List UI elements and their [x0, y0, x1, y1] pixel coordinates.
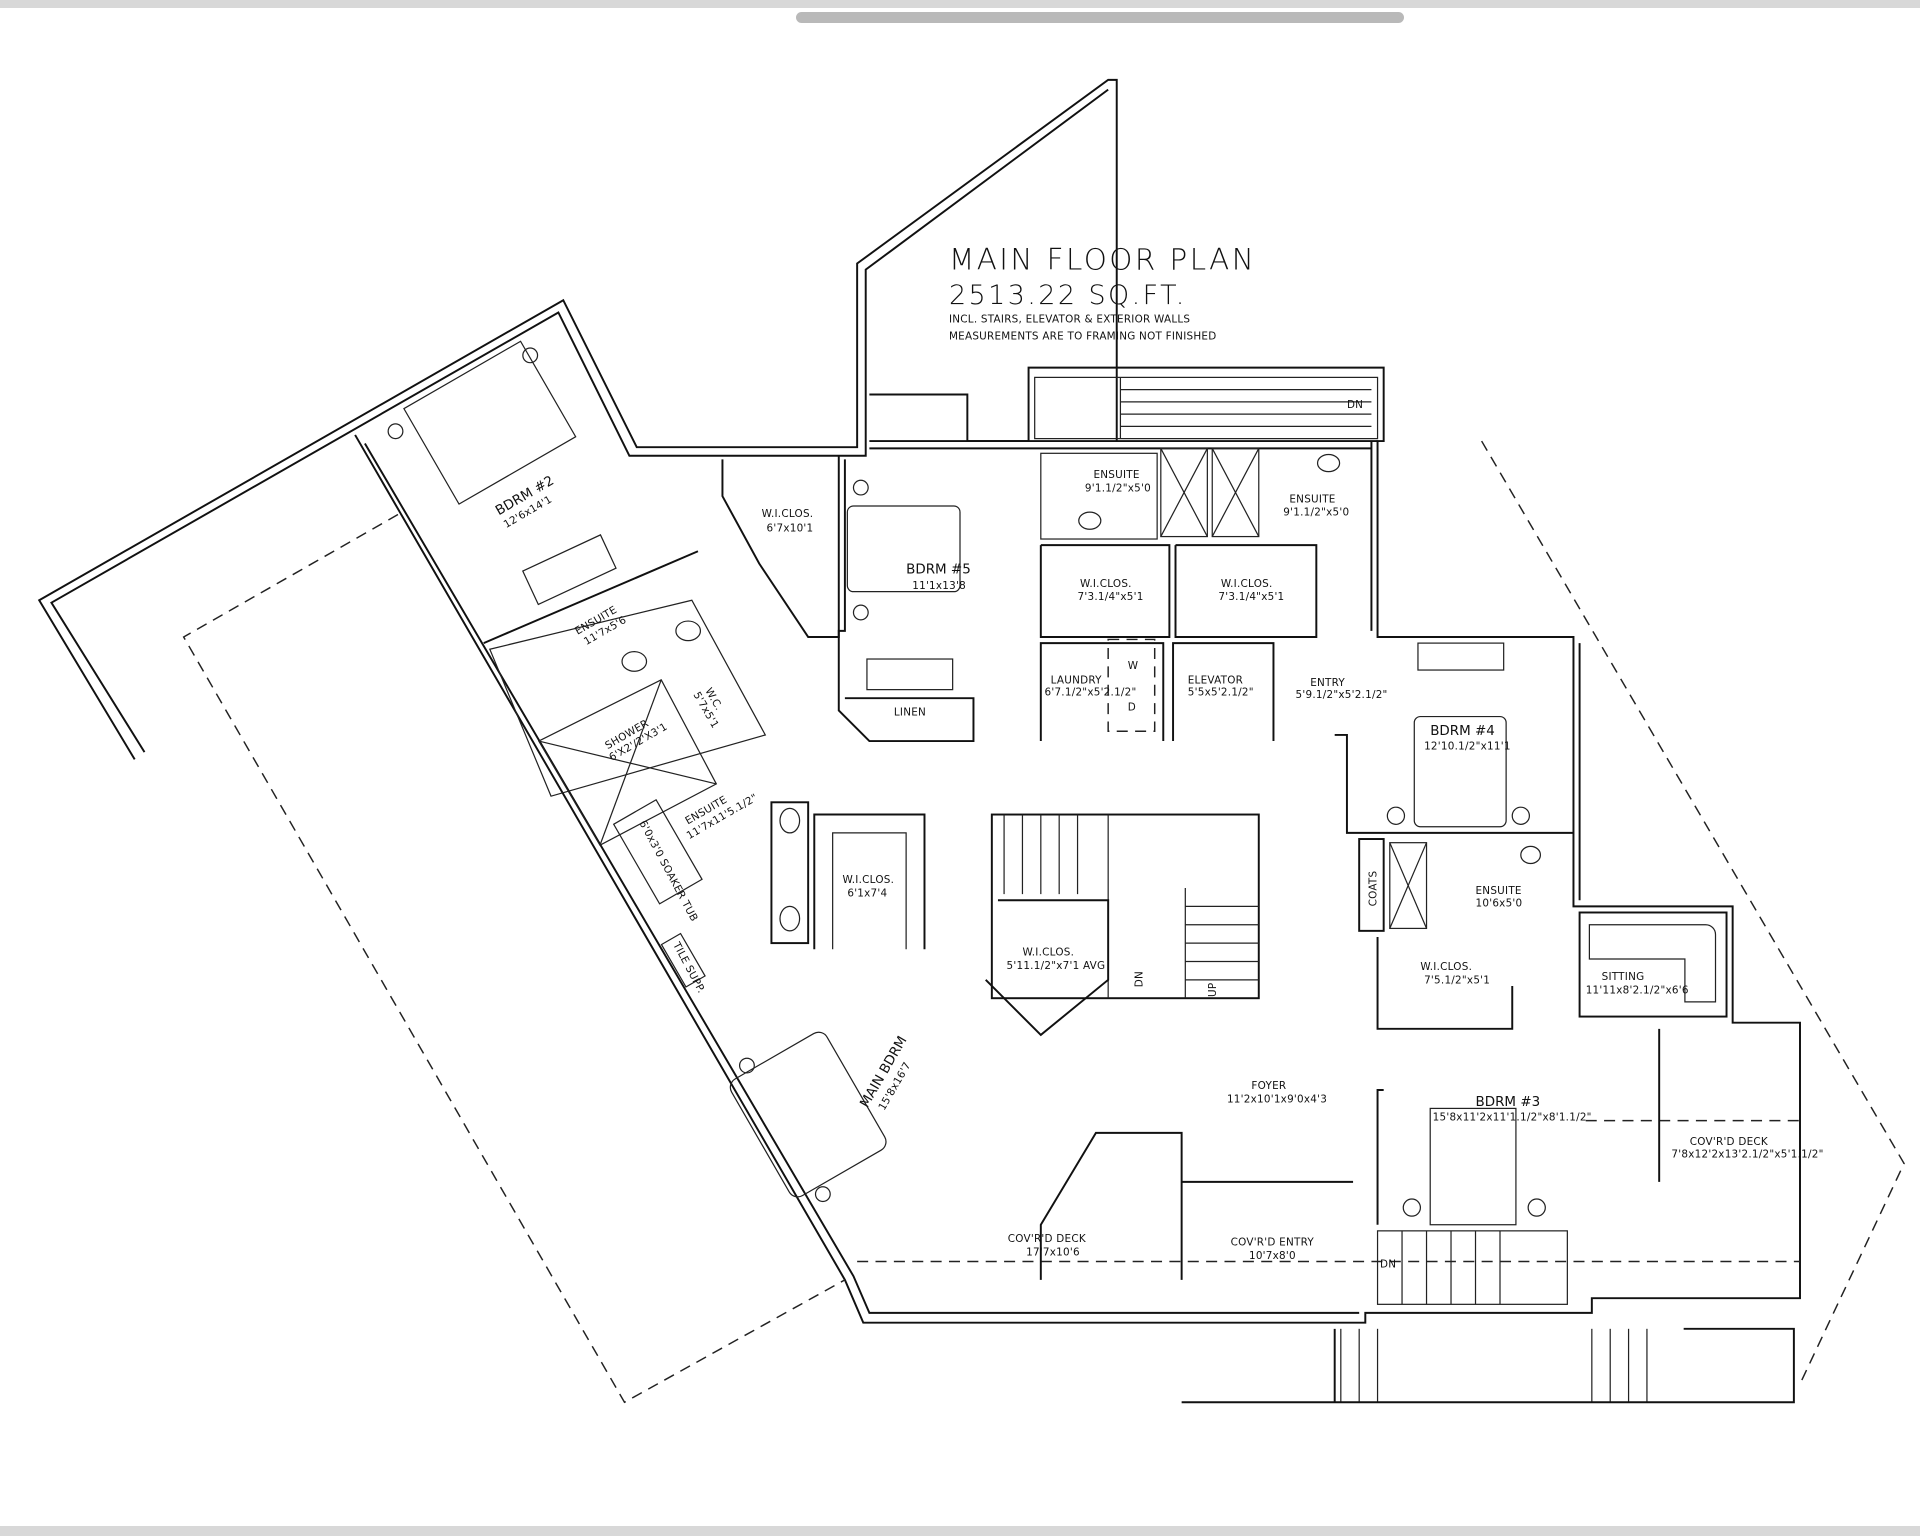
room-name: W.I.CLOS. — [762, 508, 814, 520]
window-bottom-bar — [0, 1526, 1920, 1536]
plan-note: INCL. STAIRS, ELEVATOR & EXTERIOR WALLS — [949, 313, 1190, 325]
room-dims: 6'7.1/2"x5'2.1/2" — [1044, 687, 1136, 699]
room-dims: 10'6x5'0 — [1476, 897, 1523, 909]
room-dims: 11'2x10'1x9'0x4'3 — [1227, 1093, 1327, 1105]
room-name: W.I.CLOS. — [1080, 578, 1132, 590]
stair-up-label: UP — [1207, 983, 1219, 997]
room-name: ENSUITE — [1476, 885, 1522, 897]
room-name: COV'R'D ENTRY — [1231, 1237, 1315, 1249]
horizontal-scrollbar[interactable] — [796, 12, 1404, 23]
stair-down-label: DN — [1380, 1259, 1396, 1271]
interior-walls: W D DN UP — [387, 340, 1795, 1404]
room-name: COV'R'D DECK — [1690, 1136, 1769, 1148]
room-name: LAUNDRY — [1051, 675, 1103, 687]
room-dims: 7'3.1/4"x5'1 — [1078, 591, 1144, 603]
room-name: ENSUITE — [1289, 493, 1335, 505]
coats-label: COATS — [1367, 870, 1379, 906]
room-dims: 9'1.1/2"x5'0 — [1085, 482, 1151, 494]
room-name: ENTRY — [1310, 677, 1345, 689]
room-dims: 10'7x8'0 — [1249, 1250, 1296, 1262]
room-dims: 15'8x11'2x11'1.1/2"x8'1.1/2" — [1433, 1112, 1592, 1124]
title-block: MAIN FLOOR PLAN 2513.22 SQ.FT. INCL. STA… — [949, 243, 1256, 343]
room-dims: 11'1x13'8 — [912, 580, 966, 592]
room-dims: 7'5.1/2"x5'1 — [1424, 975, 1490, 987]
roof-outline-left — [182, 513, 846, 1404]
room-dims: 5'9.1/2"x5'2.1/2" — [1296, 689, 1388, 701]
room-dims: 12'10.1/2"x11'1 — [1424, 741, 1511, 753]
dryer-label: D — [1128, 701, 1136, 713]
room-name: SITTING — [1602, 971, 1645, 983]
roof-outline-right — [1480, 440, 1905, 1385]
room-dims: 9'1.1/2"x5'0 — [1283, 507, 1349, 519]
room-dims: 5'5x5'2.1/2" — [1188, 687, 1254, 699]
room-dims: 5'11.1/2"x7'1 AVG — [1007, 960, 1106, 972]
stair-down-label: DN — [1133, 971, 1145, 987]
room-dims: 17'7x10'6 — [1026, 1246, 1080, 1258]
room-name: BDRM #4 — [1430, 724, 1495, 739]
room-dims: 6'7x10'1 — [767, 523, 814, 535]
room-labels: BDRM #212'6x14'1 W.I.CLOS.6'7x10'1 ENSUI… — [493, 469, 1823, 1262]
exterior-walls — [37, 78, 1801, 1324]
stair-down-label: DN — [1347, 399, 1363, 411]
room-name: ELEVATOR — [1188, 675, 1243, 687]
plan-title: MAIN FLOOR PLAN — [949, 243, 1256, 277]
room-name: W.I.CLOS. — [1221, 578, 1273, 590]
room-name: BDRM #5 — [906, 562, 971, 577]
linen-label: LINEN — [894, 706, 926, 718]
washer-label: W — [1128, 660, 1139, 672]
room-name: FOYER — [1251, 1080, 1286, 1092]
stairs-top: DN — [1034, 376, 1379, 440]
room-dims: 6'1x7'4 — [847, 888, 887, 900]
room-dims: 7'8x12'2x13'2.1/2"x5'1.1/2" — [1671, 1148, 1823, 1160]
room-name: BDRM #3 — [1476, 1095, 1541, 1110]
room-name: W.I.CLOS. — [1022, 946, 1074, 958]
plan-area: 2513.22 SQ.FT. — [949, 280, 1187, 311]
room-dims: 11'11x8'2.1/2"x6'6 — [1586, 984, 1689, 996]
room-name: COV'R'D DECK — [1008, 1233, 1087, 1245]
room-name: W.I.CLOS. — [1420, 961, 1472, 973]
room-name: W.I.CLOS. — [842, 874, 894, 886]
window-top-bar — [0, 0, 1920, 8]
plan-note: MEASUREMENTS ARE TO FRAMING NOT FINISHED — [949, 330, 1217, 342]
room-name: ENSUITE — [1093, 469, 1139, 481]
room-dims: 7'3.1/4"x5'1 — [1218, 591, 1284, 603]
